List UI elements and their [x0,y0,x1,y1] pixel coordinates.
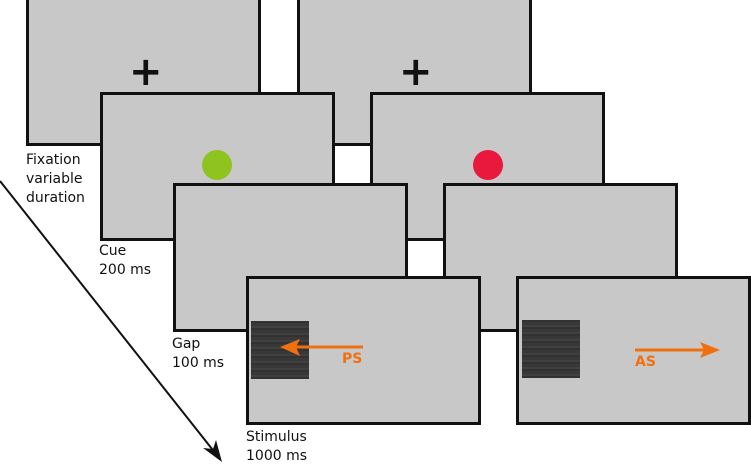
stimulus-patch-as [522,320,580,378]
green-cue-dot [202,150,232,180]
as-label: AS [635,354,656,370]
stimulus-patch-ps [251,321,309,379]
ps-arrow [280,339,363,356]
as-arrow [635,342,720,358]
fixation-cross-as: + [399,49,433,95]
time-arrow [0,180,222,462]
ps-label: PS [342,351,363,367]
fixation-cross-ps: + [129,49,163,95]
red-cue-dot [473,150,503,180]
